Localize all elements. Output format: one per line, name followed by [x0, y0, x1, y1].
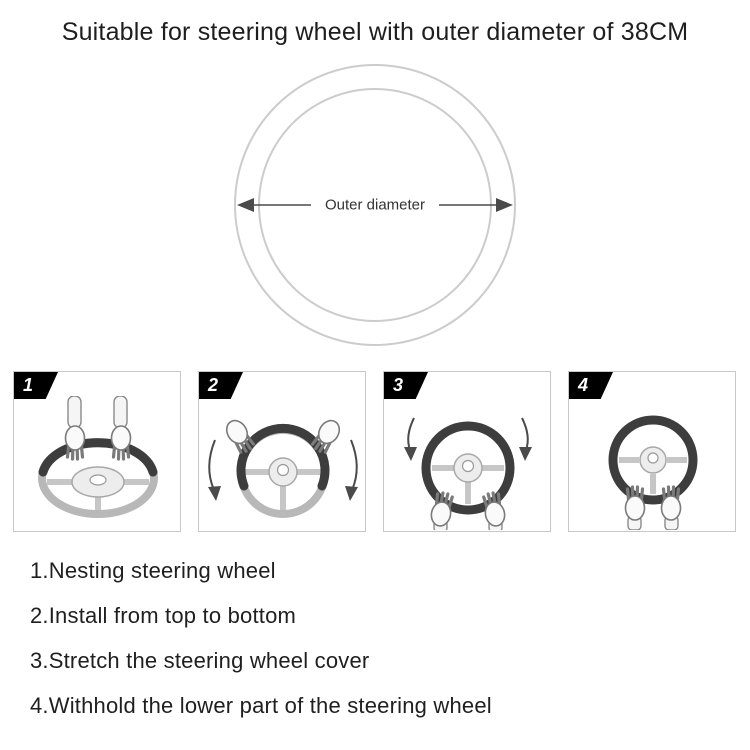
hand-icon	[308, 415, 346, 457]
page-title: Suitable for steering wheel with outer d…	[61, 18, 689, 46]
hand-icon	[220, 415, 258, 457]
wheel-cover	[608, 415, 698, 505]
step-panels: 1 2	[0, 371, 750, 532]
hand-icon	[63, 424, 87, 461]
outer-circle	[234, 64, 516, 346]
step-number: 1	[23, 375, 34, 395]
forearm-left	[67, 396, 82, 429]
step-number: 2	[208, 375, 219, 395]
wheel-cover	[38, 438, 158, 477]
forearm-right	[113, 396, 128, 429]
step-3-illustration	[404, 417, 532, 530]
step-number-badge: 4	[569, 372, 613, 399]
wheel-diameter-diagram: Outer diameter	[0, 55, 750, 355]
step-number-badge: 2	[199, 372, 243, 399]
step-number-badge: 1	[14, 372, 58, 399]
step-panel-1: 1	[13, 371, 181, 532]
hand-icon	[109, 424, 133, 461]
steering-wheel-icon	[608, 415, 698, 505]
step-2-illustration	[208, 415, 358, 518]
instruction-list: 1.Nesting steering wheel 2.Install from …	[30, 558, 750, 719]
step-number-badge: 3	[384, 372, 428, 399]
step-4-illustration	[608, 415, 698, 530]
step-number: 4	[578, 375, 589, 395]
arrow-down-icon	[208, 439, 221, 501]
steering-wheel-icon	[38, 396, 158, 518]
arrow-down-icon	[404, 417, 417, 461]
wheel-cover	[421, 421, 515, 515]
wheel-cover	[236, 423, 330, 491]
outer-diameter-label: Outer diameter	[310, 193, 440, 217]
arrow-down-icon	[519, 417, 532, 461]
step-panel-2: 2	[198, 371, 366, 532]
arrow-down-icon	[345, 439, 358, 501]
steering-wheel-icon	[236, 423, 330, 518]
instruction-line-1: 1.Nesting steering wheel	[30, 558, 276, 583]
step-panel-4: 4	[568, 371, 736, 532]
instruction-line-2: 2.Install from top to bottom	[30, 603, 297, 628]
step-number: 3	[393, 375, 404, 395]
instruction-line-4: 4.Withhold the lower part of the steerin…	[30, 693, 492, 718]
step-1-illustration	[38, 396, 158, 518]
step-panel-3: 3	[383, 371, 551, 532]
instruction-line-3: 3.Stretch the steering wheel cover	[30, 648, 370, 673]
steering-wheel-icon	[421, 421, 515, 515]
